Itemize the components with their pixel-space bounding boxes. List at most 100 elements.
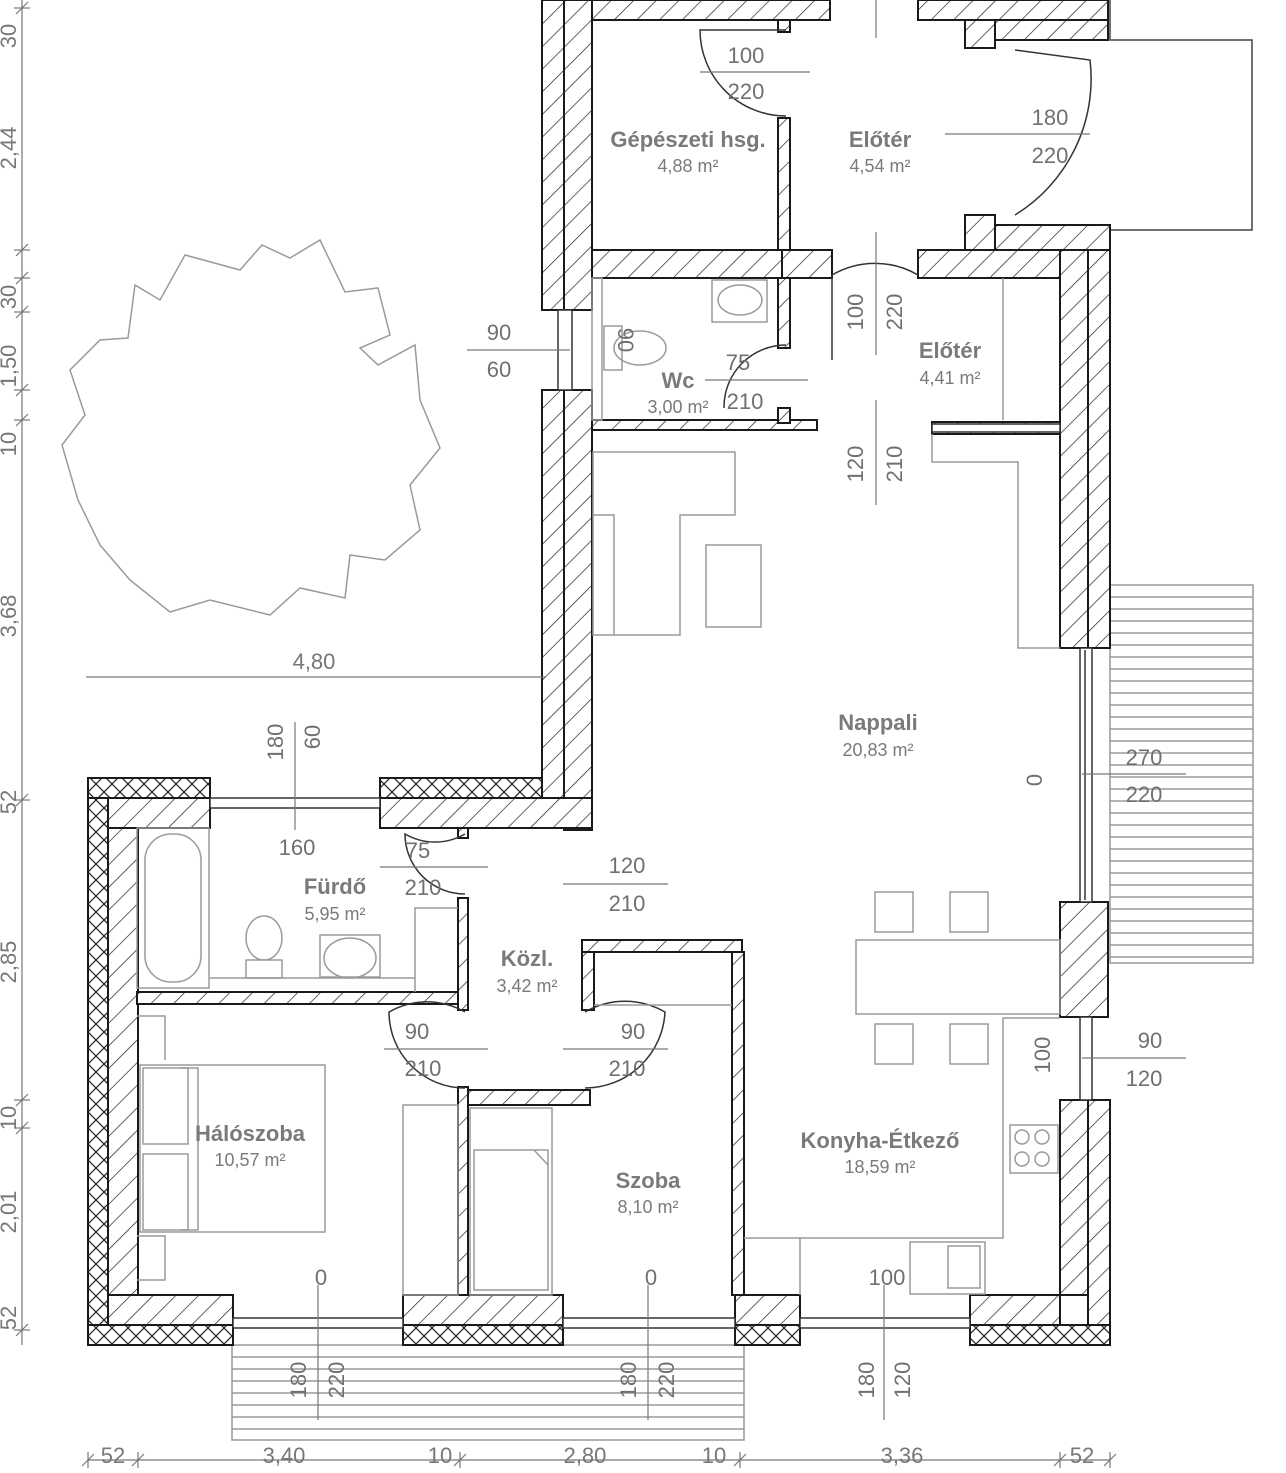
dim-label: 2,85	[0, 941, 21, 984]
inner-dim-label: 4,80	[293, 649, 336, 674]
drawing-line	[15, 271, 29, 285]
room-name: Konyha-Étkező	[801, 1128, 960, 1153]
room-area: 3,42 m²	[496, 976, 557, 996]
dim-label: 2,44	[0, 127, 21, 170]
opening-width: 90	[1138, 1028, 1162, 1053]
opening-width: 160	[279, 835, 316, 860]
opening-height: 210	[727, 389, 764, 414]
dim-label: 2,80	[564, 1443, 607, 1468]
opening-height: 210	[609, 891, 646, 916]
dim-label: 52	[101, 1443, 125, 1468]
drawing-line	[15, 1, 29, 15]
sill-mark: 0	[315, 1265, 327, 1290]
bottom-dimensions: 52 3,40 10 2,80 10 3,36 52 4,80	[101, 649, 1094, 1468]
opening-height: 220	[728, 79, 765, 104]
room-name: Közl.	[501, 946, 554, 971]
room-area: 5,95 m²	[304, 904, 365, 924]
room-name: Hálószoba	[195, 1121, 306, 1146]
dim-label: 10	[0, 432, 21, 456]
opening-height: 220	[654, 1362, 679, 1399]
room-name: Wc	[662, 368, 695, 393]
opening-height: 210	[609, 1056, 646, 1081]
room-area: 4,41 m²	[919, 368, 980, 388]
opening-width: 90	[487, 320, 511, 345]
sill-mark: 100	[1030, 1037, 1055, 1074]
opening-height: 210	[405, 875, 442, 900]
room-name: Előtér	[849, 127, 912, 152]
opening-height: 210	[405, 1056, 442, 1081]
drawing-line	[1103, 1453, 1117, 1467]
opening-width: 180	[1032, 105, 1069, 130]
room-name: Nappali	[838, 710, 917, 735]
door-swings	[388, 29, 1092, 1089]
room-area: 3,00 m²	[647, 397, 708, 417]
opening-height: 120	[890, 1362, 915, 1399]
room-area: 10,57 m²	[214, 1150, 285, 1170]
room-labels: Gépészeti hsg. 4,88 m² Előtér 4,54 m² El…	[195, 127, 982, 1217]
dim-label: 30	[0, 24, 21, 48]
room-area: 8,10 m²	[617, 1197, 678, 1217]
room-area: 4,54 m²	[849, 156, 910, 176]
sill-mark: 0	[1022, 774, 1047, 786]
opening-width: 180	[263, 724, 288, 761]
dim-label: 30	[0, 285, 21, 309]
dim-label: 3,36	[881, 1443, 924, 1468]
room-name: Fürdő	[304, 874, 366, 899]
drawing-line	[453, 1453, 467, 1467]
room-name: Gépészeti hsg.	[610, 127, 765, 152]
drawing-line	[1053, 1453, 1067, 1467]
opening-width: 90	[405, 1019, 429, 1044]
opening-width: 100	[728, 43, 765, 68]
dim-label: 52	[0, 1306, 21, 1330]
opening-height: 220	[1032, 143, 1069, 168]
furniture	[136, 277, 1061, 1296]
opening-width: 180	[616, 1362, 641, 1399]
drawing-line	[733, 1453, 747, 1467]
dim-label: 10	[702, 1443, 726, 1468]
dim-label: 3,40	[263, 1443, 306, 1468]
dim-label: 1,50	[0, 345, 21, 388]
dim-label: 10	[428, 1443, 452, 1468]
drawing-line	[81, 1453, 95, 1467]
walls	[87, 0, 1111, 1346]
drawing-line	[15, 305, 29, 319]
drawing-line	[15, 793, 29, 807]
opening-width: 90	[621, 1019, 645, 1044]
opening-width: 120	[843, 446, 868, 483]
dim-label: 52	[1070, 1443, 1094, 1468]
dim-label: 10	[0, 1106, 21, 1130]
left-dimensions: 30 2,44 30 1,50 10 3,68 52 2,85 10 2,01 …	[0, 24, 21, 1330]
room-area: 18,59 m²	[844, 1157, 915, 1177]
opening-width: 120	[609, 853, 646, 878]
opening-width: 180	[854, 1362, 879, 1399]
opening-width: 75	[726, 350, 750, 375]
sill-mark: 0	[645, 1265, 657, 1290]
drawing-line	[15, 243, 29, 257]
sill-mark: 100	[869, 1265, 906, 1290]
drawing-line	[15, 1323, 29, 1337]
tree-symbol	[61, 238, 441, 616]
opening-height: 220	[882, 294, 907, 331]
opening-height: 220	[324, 1362, 349, 1399]
room-name: Előtér	[919, 338, 982, 363]
opening-width: 270	[1126, 745, 1163, 770]
site-boundary	[1109, 0, 1253, 231]
drawing-line	[15, 1121, 29, 1135]
sill-marks: 160 0 100 0 0 100	[315, 774, 1055, 1290]
opening-width: 100	[843, 294, 868, 331]
opening-height: 60	[487, 357, 511, 382]
dimension-lines	[21, 0, 1186, 1461]
dim-label: 52	[0, 790, 21, 814]
room-name: Szoba	[616, 1168, 682, 1193]
opening-width: 75	[406, 838, 430, 863]
opening-height: 220	[1126, 782, 1163, 807]
opening-width: 180	[286, 1362, 311, 1399]
drawing-line	[131, 1453, 145, 1467]
room-area: 20,83 m²	[842, 740, 913, 760]
opening-labels: 100 220 180 220 90 60 75 210 100 220 120…	[263, 43, 1162, 1398]
opening-height: 120	[1126, 1066, 1163, 1091]
room-area: 4,88 m²	[657, 156, 718, 176]
wc-sill-width: 90	[613, 328, 638, 352]
drawing-line	[15, 413, 29, 427]
